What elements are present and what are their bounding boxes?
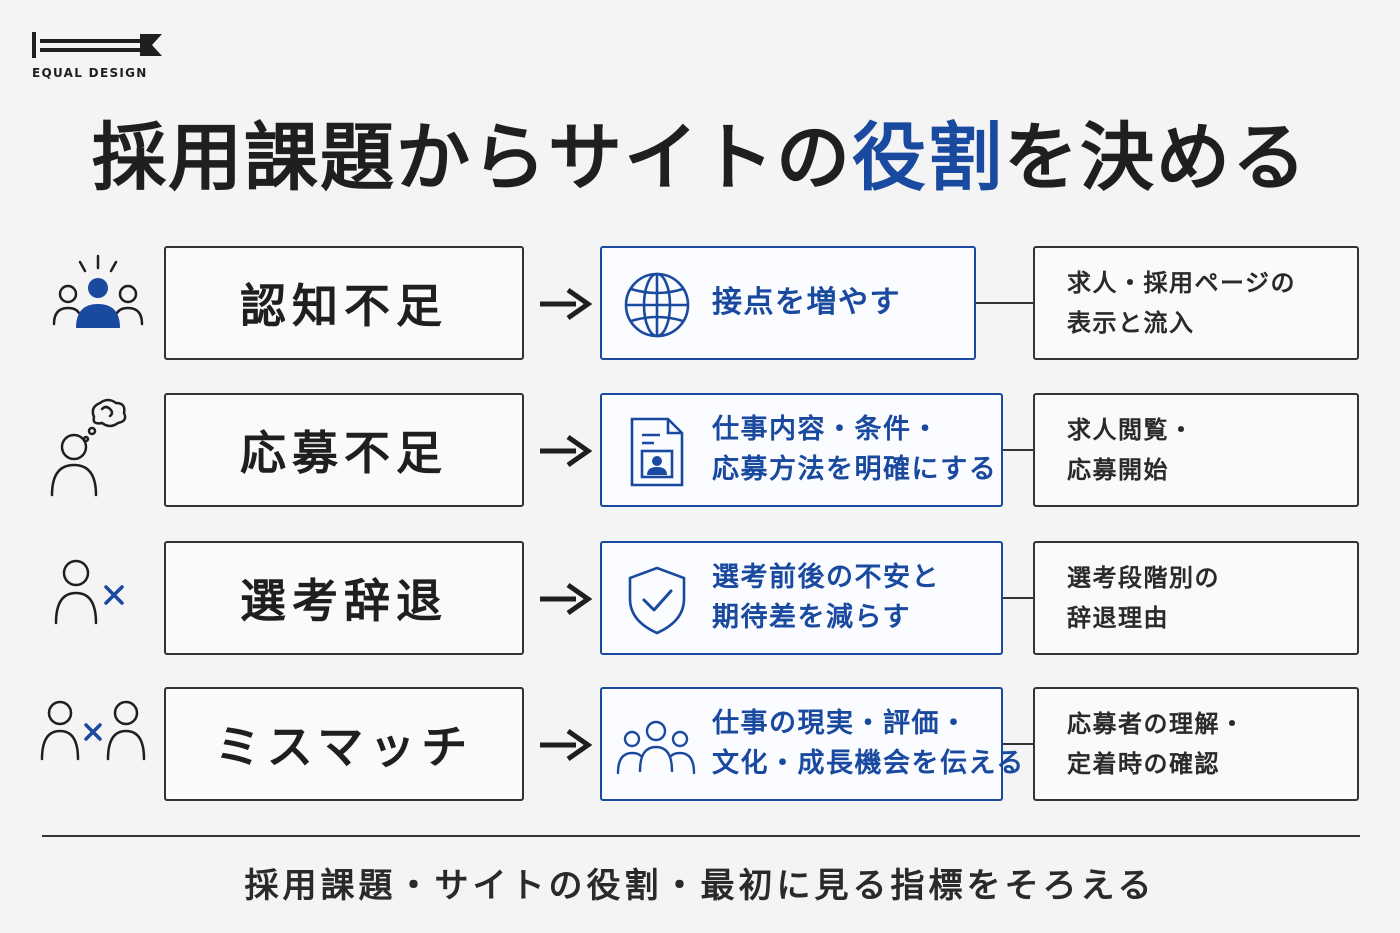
- title-after: を決める: [1004, 115, 1308, 201]
- role-line: 文化・成長機会を伝える: [712, 748, 1025, 779]
- role-line: 仕事の現実・評価・: [712, 708, 969, 739]
- metric-line: 求人閲覧・: [1067, 416, 1195, 444]
- role-box: 仕事の現実・評価・ 文化・成長機会を伝える: [600, 687, 1025, 801]
- title-accent: 役割: [852, 115, 1004, 201]
- role-line: 期待差を減らす: [712, 602, 911, 633]
- issue-row-applications: 応募不足 仕事内容・条件・ 応募方法を明確にする 求人閲覧・ 応募開始: [0, 393, 1400, 511]
- footer-summary: 採用課題・サイトの役割・最初に見る指標をそろえる: [244, 866, 1156, 906]
- role-box: 選考前後の不安と 期待差を減らす: [600, 541, 1003, 655]
- page-title: 採用課題からサイトの役割を決める: [0, 108, 1400, 208]
- metric-line: 表示と流入: [1067, 309, 1195, 337]
- metric-box: 選考段階別の 辞退理由: [1033, 541, 1359, 655]
- role-line: 応募方法を明確にする: [712, 454, 998, 485]
- issue-row-awareness: 認知不足 接点を増やす 求人・採用ページの 表示と流入: [0, 246, 1400, 364]
- metric-line: 選考段階別の: [1067, 564, 1220, 592]
- metric-line: 定着時の確認: [1067, 750, 1220, 778]
- mismatch-people-icon: [40, 700, 146, 761]
- role-box: 仕事内容・条件・ 応募方法を明確にする: [600, 393, 1003, 507]
- problem-box: 選考辞退: [164, 541, 524, 655]
- person-cross-icon: [54, 559, 124, 625]
- connector-line: [1003, 449, 1033, 451]
- metric-box: 応募者の理解・ 定着時の確認: [1033, 687, 1359, 801]
- team-icon: [616, 720, 696, 775]
- thinking-person-icon: [50, 398, 127, 497]
- role-line: 選考前後の不安と: [712, 562, 940, 593]
- arrow-right-icon: [540, 287, 592, 321]
- metric-line: 求人・採用ページの: [1067, 269, 1297, 297]
- issue-row-mismatch: ミスマッチ 仕事の現実・評価・ 文化・成長機会を伝える 応募者の理解・ 定着時の…: [0, 687, 1400, 805]
- connector-line: [976, 302, 1033, 304]
- arrow-right-icon: [540, 728, 592, 762]
- arrow-right-icon: [540, 582, 592, 616]
- problem-box: ミスマッチ: [164, 687, 524, 801]
- audience-spotlight-icon: [52, 254, 144, 328]
- brand-name: EQUAL DESIGN: [32, 66, 148, 80]
- role-line: 接点を増やす: [712, 285, 901, 320]
- metric-line: 応募者の理解・: [1067, 710, 1246, 738]
- role-box: 接点を増やす: [600, 246, 976, 360]
- problem-box: 認知不足: [164, 246, 524, 360]
- metric-line: 辞退理由: [1067, 604, 1169, 632]
- equal-design-logo: [32, 32, 162, 58]
- issue-row-withdrawal: 選考辞退 選考前後の不安と 期待差を減らす 選考段階別の 辞退理由: [0, 541, 1400, 659]
- connector-line: [1003, 597, 1033, 599]
- problem-box: 応募不足: [164, 393, 524, 507]
- footer-divider: [42, 835, 1360, 837]
- metric-box: 求人閲覧・ 応募開始: [1033, 393, 1359, 507]
- connector-line: [1003, 743, 1033, 745]
- metric-box: 求人・採用ページの 表示と流入: [1033, 246, 1359, 360]
- globe-icon: [624, 272, 690, 338]
- arrow-right-icon: [540, 434, 592, 468]
- shield-check-icon: [628, 566, 686, 635]
- job-document-icon: [630, 417, 684, 487]
- role-line: 仕事内容・条件・: [712, 414, 940, 445]
- metric-line: 応募開始: [1067, 456, 1169, 484]
- title-before: 採用課題からサイトの: [92, 115, 852, 201]
